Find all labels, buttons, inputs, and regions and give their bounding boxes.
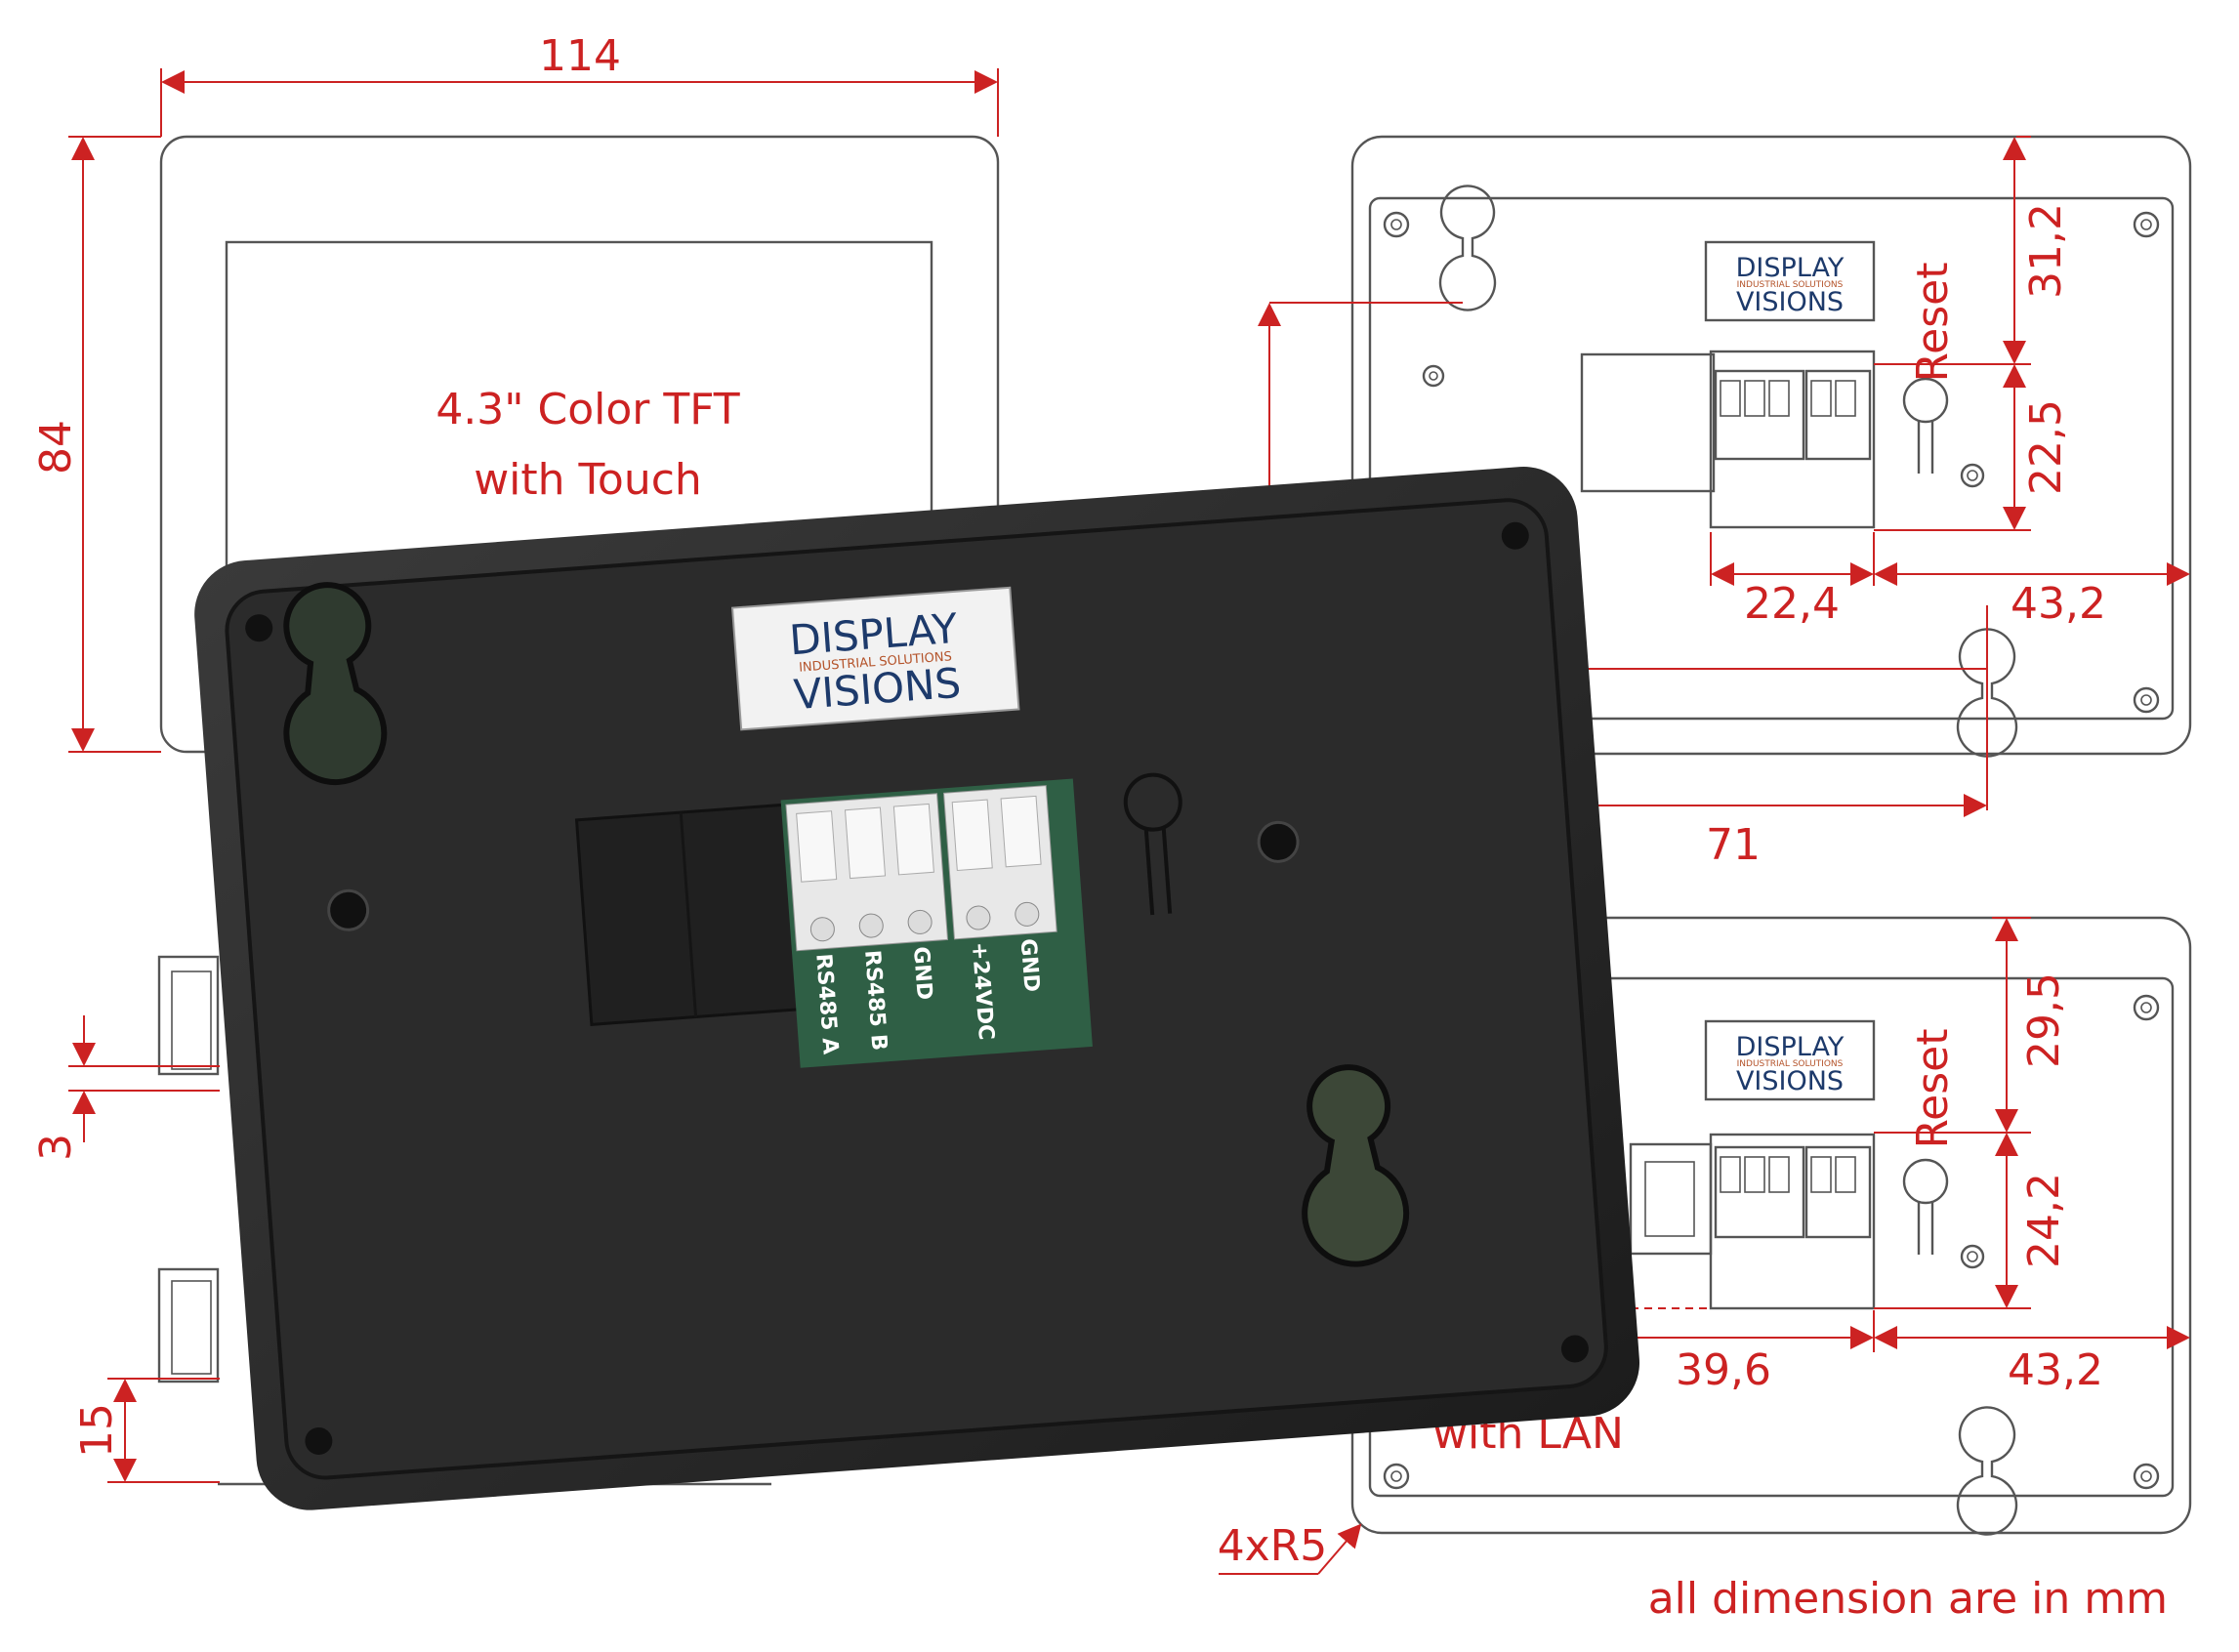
keyhole-icon — [1302, 1064, 1410, 1267]
lan-port-icon — [1629, 1142, 1713, 1256]
dim-label-29-5: 29,5 — [2019, 972, 2069, 1068]
logo-top-line2: INDUSTRIAL SOLUTIONS — [1737, 280, 1844, 290]
pin-label-3: GND — [908, 946, 936, 1001]
dim-15: 15 — [72, 1378, 220, 1483]
screen-label-line2: with Touch — [474, 455, 702, 505]
keyhole-icon — [1956, 628, 2018, 758]
rear-housing: DISPLAY INDUSTRIAL SOLUTIONS VISIONS RS4… — [194, 467, 1639, 1510]
units-note: all dimension are in mm — [1648, 1574, 2168, 1624]
logo-bottom-line1: DISPLAY — [1736, 1032, 1845, 1062]
keyhole-icon — [1438, 185, 1497, 311]
dim-label-43-2-top: 43,2 — [2011, 579, 2106, 629]
dim-label-114: 114 — [539, 31, 621, 81]
keyhole-icon — [283, 582, 388, 786]
dim-label-84: 84 — [31, 420, 81, 475]
terminal-block-top — [1714, 369, 1872, 461]
dim-label-22-4: 22,4 — [1744, 579, 1840, 629]
keyhole-icon — [1956, 1406, 2018, 1536]
dim-width-114: 114 — [160, 31, 999, 137]
logo-top-line1: DISPLAY — [1736, 253, 1845, 283]
dim-3: 3 — [31, 1015, 220, 1161]
dim-label-31-2: 31,2 — [2021, 203, 2071, 299]
screw-icon — [327, 888, 370, 931]
logo-top-line3: VISIONS — [1736, 287, 1844, 317]
dim-label-radius: 4xR5 — [1218, 1521, 1328, 1571]
reset-label-bottom: Reset — [1908, 1029, 1958, 1149]
dim-label-39-6: 39,6 — [1676, 1345, 1771, 1395]
rear-view-drawing-lan: DISPLAY INDUSTRIAL SOLUTIONS VISIONS Res… — [1350, 916, 2192, 1536]
reset-icon — [1123, 772, 1182, 832]
rear-view-drawing-top: DISPLAY INDUSTRIAL SOLUTIONS VISIONS Res… — [1350, 135, 2192, 758]
dim-bottom-right: 29,5 24,2 39,6 43,2 4xR5 — [1218, 917, 2190, 1575]
dim-top-right: 31,2 22,5 22,4 43,2 71 — [1258, 136, 2190, 870]
pin-label-5: GND — [1016, 938, 1044, 993]
screw-icon — [1257, 820, 1300, 863]
dim-label-15: 15 — [72, 1403, 122, 1458]
logo-bottom-line3: VISIONS — [1736, 1066, 1844, 1096]
dim-label-43-2-bottom: 43,2 — [2008, 1345, 2103, 1395]
dim-label-22-5: 22,5 — [2021, 399, 2071, 495]
terminal-block-photo — [785, 785, 1057, 952]
logo-bottom-line2: INDUSTRIAL SOLUTIONS — [1737, 1059, 1844, 1069]
dim-height-84: 84 — [31, 136, 161, 753]
reset-label-top: Reset — [1908, 263, 1958, 383]
logo-label — [730, 586, 1020, 731]
dim-label-71: 71 — [1706, 820, 1761, 870]
dim-label-3: 3 — [31, 1134, 81, 1161]
terminal-block-lan — [1714, 1145, 1872, 1239]
screen-label-line1: 4.3" Color TFT — [435, 385, 739, 434]
dim-label-24-2: 24,2 — [2019, 1173, 2069, 1268]
